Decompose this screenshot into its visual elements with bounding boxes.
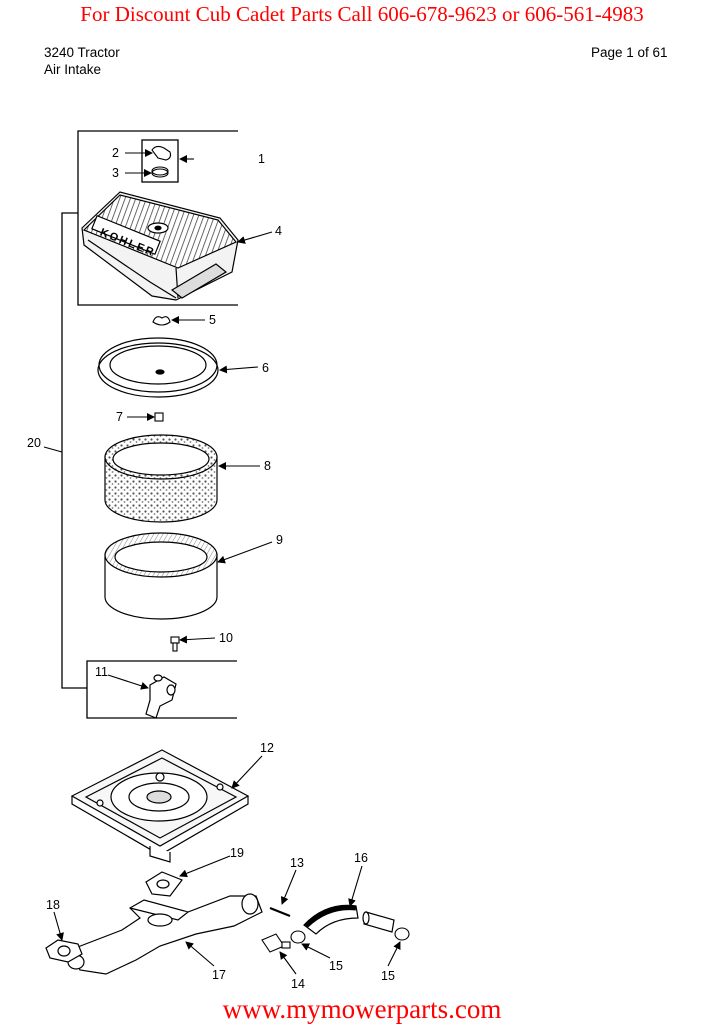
stud-part [170,636,180,652]
section-title: Air Intake [44,62,102,77]
leader-lines [43,149,401,975]
hose-part [303,904,395,935]
foam-precleaner-part [104,434,218,523]
air-cleaner-cover-part [81,191,239,301]
upper-assembly-box [61,130,238,719]
small-nut-part [154,412,164,422]
intake-tube-part [67,893,263,975]
fitting-part [261,933,291,953]
callout-3: 3 [112,166,119,180]
callout-16: 16 [354,851,368,865]
callout-2: 2 [112,146,119,160]
callout-17: 17 [212,968,226,982]
callout-13: 13 [290,856,304,870]
callout-labels: 1 2 3 4 5 6 7 8 9 10 11 12 13 14 15 15 1… [27,146,395,991]
callout-9: 9 [276,533,283,547]
footer-website[interactable]: www.mymowerparts.com [222,994,502,1024]
clamp-nut-part [151,145,172,178]
callout-12: 12 [260,741,274,755]
screw-part [269,906,291,918]
callout-18: 18 [46,898,60,912]
wing-nut-part [152,316,171,326]
callout-14: 14 [291,977,305,991]
gasket-part [145,871,183,897]
callout-4: 4 [275,224,282,238]
callout-19: 19 [230,846,244,860]
callout-11: 11 [95,665,108,679]
callout-20: 20 [27,436,41,450]
callout-15b: 15 [381,969,395,983]
base-plate-part [70,749,250,863]
hose-clamp-part [290,927,410,944]
discount-banner: For Discount Cub Cadet Parts Call 606-67… [80,2,644,26]
cleaner-lid-part [97,337,219,398]
flange-gasket-part [45,939,83,963]
page-number: Page 1 of 61 [591,45,668,60]
model-title: 3240 Tractor [44,45,120,60]
callout-1: 1 [258,152,265,166]
breather-elbow-part [145,674,177,719]
paper-element-part [104,532,218,620]
callout-8: 8 [264,459,271,473]
callout-15a: 15 [329,959,343,973]
callout-10: 10 [219,631,233,645]
callout-6: 6 [262,361,269,375]
callout-7: 7 [116,410,123,424]
callout-5: 5 [209,313,216,327]
